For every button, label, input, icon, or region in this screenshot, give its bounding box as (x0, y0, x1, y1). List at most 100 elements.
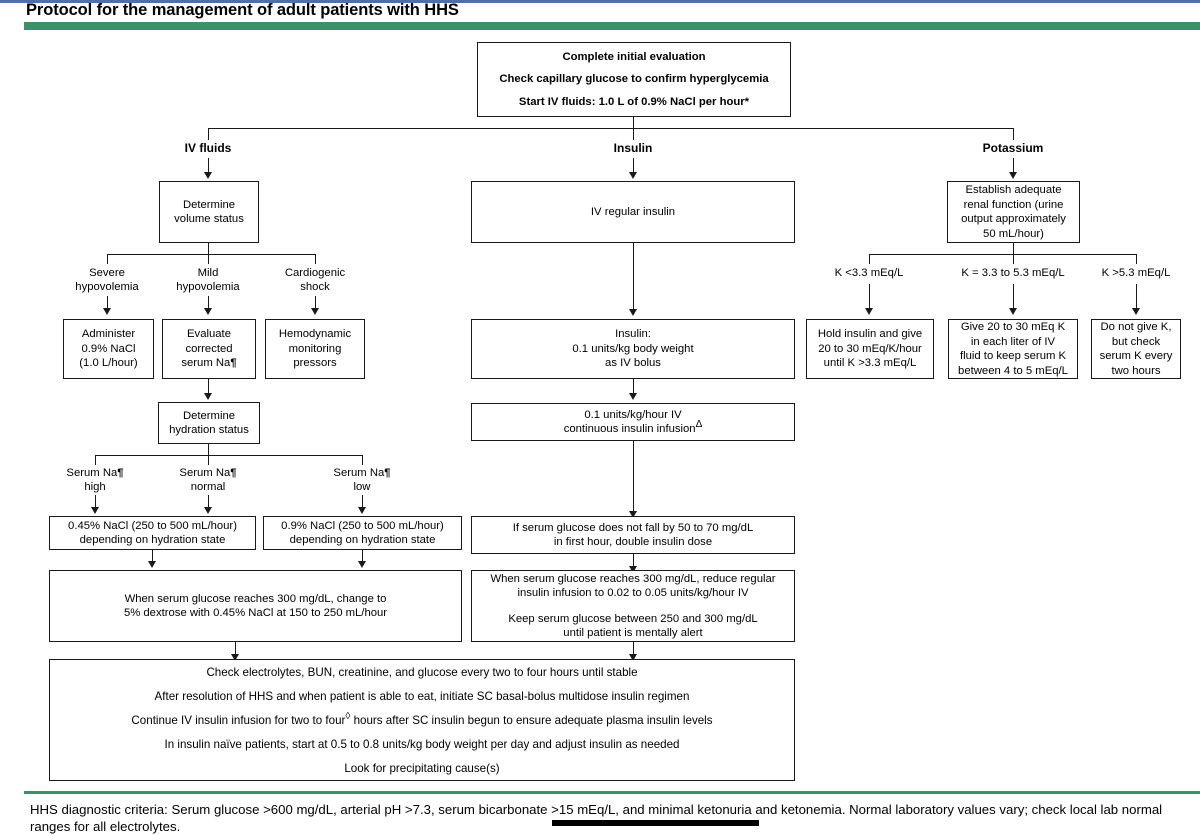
connector-volume-b1 (107, 254, 109, 264)
connector-split-mid (633, 128, 635, 140)
arrow-na-high-down (91, 507, 99, 514)
do-not-give-k-box: Do not give K, but check serum K every t… (1091, 319, 1181, 379)
connector-bolus-to-infusion (633, 379, 635, 395)
connector-hydration-b3 (362, 455, 364, 465)
footnote-delta-icon: Δ (695, 419, 703, 431)
branch-label-mild-hypovolemia: Mild hypovolemia (176, 267, 240, 293)
connector-potassium-to-renal (1013, 158, 1015, 174)
connector-renal-b1 (869, 254, 871, 264)
branch-label-serum-na-high: Serum Na¶ high (66, 467, 124, 493)
give-k-in-iv-fluid-box: Give 20 to 30 mEq K in each liter of IV … (948, 319, 1078, 379)
arrow-cardiogenic-down (311, 308, 319, 315)
administer-saline-box: Administer 0.9% NaCl (1.0 L/hour) (63, 319, 154, 379)
connector-hydration-b1 (95, 455, 97, 465)
arrow-reduce-to-summary (629, 654, 637, 661)
arrow-bolus-to-infusion (629, 393, 637, 400)
connector-na-normal-down (208, 495, 210, 509)
connector-cardiogenic-down (315, 296, 317, 310)
column-header-potassium: Potassium (982, 141, 1044, 155)
footnote-pilcrow-icon: ¶ (230, 357, 237, 370)
determine-volume-status-box: Determine volume status (159, 181, 259, 243)
start-line-3: Start IV fluids: 1.0 L of 0.9% NaCl per … (518, 95, 750, 108)
arrow-insulin-to-regular (629, 172, 637, 179)
footnote-pilcrow-icon: ¶ (384, 467, 391, 479)
connector-na-high-down (95, 495, 97, 509)
connector-split-left (208, 128, 210, 140)
dextrose-change-box: When serum glucose reaches 300 mg/dL, ch… (49, 570, 462, 642)
footer-green-rule (24, 791, 1200, 794)
volume-status-line-2: volume status (174, 213, 244, 225)
branch-label-k-low: K <3.3 mEq/L (834, 267, 904, 279)
page-title: Protocol for the management of adult pat… (26, 1, 459, 19)
connector-fluids-to-volume (208, 158, 210, 174)
connector-hydration-down (208, 444, 210, 455)
arrow-na-normal-down (204, 507, 212, 514)
start-line-1: Complete initial evaluation (562, 50, 706, 63)
column-header-iv-fluids: IV fluids (184, 141, 232, 155)
arrow-k-normal-down (1009, 308, 1017, 315)
arrow-saline-right-down (358, 561, 366, 568)
connector-split-right (1013, 128, 1015, 140)
establish-renal-function-box: Establish adequate renal function (urine… (947, 181, 1080, 243)
footer-redaction-bar (552, 820, 759, 826)
connector-volume-b3 (315, 254, 317, 264)
normal-saline-box: 0.9% NaCl (250 to 500 mL/hour) depending… (263, 516, 462, 550)
branch-label-k-high: K >5.3 mEq/L (1101, 267, 1171, 279)
footnote-lozenge-icon: ◊ (345, 710, 351, 722)
arrow-dextrose-down (231, 654, 239, 661)
determine-hydration-status-box: Determine hydration status (158, 402, 260, 444)
arrow-severe-down (103, 308, 111, 315)
connector-regular-to-bolus (633, 243, 635, 311)
arrow-mild-down (204, 308, 212, 315)
connector-evaluate-down (208, 379, 210, 395)
branch-label-serum-na-low: Serum Na¶ low (333, 467, 391, 493)
branch-label-serum-na-normal: Serum Na¶ normal (179, 467, 237, 493)
connector-renal-down (1013, 243, 1015, 254)
arrow-double-to-reduce (629, 566, 637, 573)
branch-label-k-normal: K = 3.3 to 5.3 mEq/L (961, 267, 1065, 279)
connector-k-low-down (869, 284, 871, 310)
arrow-na-low-down (358, 507, 366, 514)
arrow-evaluate-down (204, 393, 212, 400)
summary-line-3: Continue IV insulin infusion for two to … (131, 710, 713, 727)
continuous-insulin-infusion-box: 0.1 units/kg/hour IV continuous insulin … (471, 403, 795, 441)
connector-split-bar (208, 128, 1014, 130)
branch-label-cardiogenic-shock: Cardiogenic shock (284, 267, 346, 293)
connector-infusion-to-double (633, 441, 635, 513)
connector-na-low-down (362, 495, 364, 509)
connector-k-normal-down (1013, 284, 1015, 310)
connector-volume-down (208, 243, 210, 254)
connector-hydration-bar (95, 455, 362, 457)
header-green-bar (24, 22, 1200, 30)
connector-dextrose-down (235, 642, 237, 656)
column-header-insulin: Insulin (613, 141, 653, 155)
volume-status-line-1: Determine (182, 198, 236, 211)
top-accent-rule (0, 0, 1200, 3)
arrow-saline-left-down (148, 561, 156, 568)
start-box: Complete initial evaluation Check capill… (477, 42, 791, 117)
connector-renal-b2 (1013, 254, 1015, 264)
double-insulin-dose-box: If serum glucose does not fall by 50 to … (471, 516, 795, 554)
connector-renal-b3 (1136, 254, 1138, 264)
arrow-k-low-down (865, 308, 873, 315)
branch-label-severe-hypovolemia: Severe hypovolemia (75, 267, 139, 293)
start-line-2: Check capillary glucose to confirm hyper… (499, 73, 769, 86)
arrow-k-high-down (1132, 308, 1140, 315)
half-normal-saline-box: 0.45% NaCl (250 to 500 mL/hour) dependin… (49, 516, 256, 550)
connector-insulin-to-regular (633, 158, 635, 174)
connector-saline-left-down (152, 550, 154, 563)
hemodynamic-monitoring-box: Hemodynamic monitoring pressors (265, 319, 365, 379)
connector-severe-down (107, 296, 109, 310)
iv-regular-insulin-box: IV regular insulin (471, 181, 795, 243)
connector-volume-bar (107, 254, 316, 256)
summary-line-1: Check electrolytes, BUN, creatinine, and… (206, 665, 638, 679)
reduce-insulin-infusion-box: When serum glucose reaches 300 mg/dL, re… (471, 570, 795, 642)
connector-reduce-to-summary (633, 642, 635, 656)
footnote-pilcrow-icon: ¶ (230, 467, 237, 479)
summary-line-2: After resolution of HHS and when patient… (154, 689, 690, 703)
hold-insulin-give-k-box: Hold insulin and give 20 to 30 mEq/K/hou… (806, 319, 934, 379)
connector-mild-down (208, 296, 210, 310)
footer-note: HHS diagnostic criteria: Serum glucose >… (30, 802, 1163, 834)
arrow-regular-to-bolus (629, 309, 637, 316)
